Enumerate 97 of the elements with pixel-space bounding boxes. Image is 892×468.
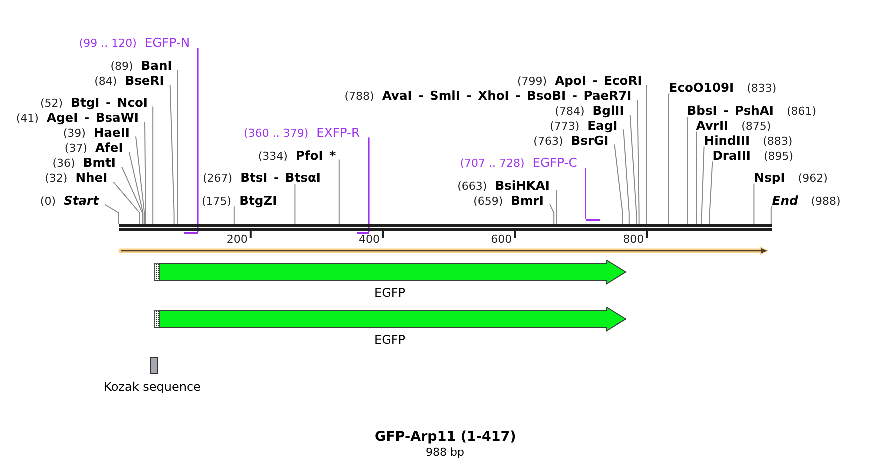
leader-line bbox=[234, 206, 235, 224]
base-position: (37) bbox=[64, 142, 88, 155]
base-position: (267) bbox=[203, 172, 233, 186]
enzyme-name: AvaI - SmlI - XhoI - BsoBI - PaeR7I bbox=[382, 89, 632, 103]
base-position: (36) bbox=[52, 157, 76, 170]
leader-line bbox=[630, 114, 638, 224]
leader-line bbox=[550, 204, 555, 224]
base-position: (41) bbox=[16, 112, 39, 125]
leader-line bbox=[556, 190, 558, 224]
feature-label: Kozak sequence bbox=[104, 380, 201, 394]
primer-leader-line bbox=[585, 168, 586, 219]
base-position: (784) bbox=[555, 105, 585, 118]
base-position: (663) bbox=[458, 180, 488, 193]
primer-leader-line bbox=[197, 48, 199, 232]
diagram-title: GFP-Arp11 (1-417) bbox=[375, 428, 516, 446]
diagram-caption: 988 bp bbox=[426, 446, 464, 458]
base-position: (39) bbox=[63, 126, 86, 140]
feature-label: EGFP bbox=[374, 332, 406, 346]
base-position: (883) bbox=[763, 134, 793, 148]
primer-leader-line bbox=[368, 138, 370, 232]
leader-line bbox=[144, 122, 146, 224]
sequence-start-label: Start bbox=[64, 194, 99, 208]
enzyme-name: EcoO109I bbox=[669, 80, 734, 95]
primer-position: (707 .. 728) bbox=[460, 157, 525, 170]
leader-line bbox=[170, 84, 175, 224]
enzyme-name: AgeI - BsaWI bbox=[46, 111, 139, 125]
base-position: (962) bbox=[798, 172, 828, 185]
leader-line bbox=[128, 152, 144, 224]
leader-line bbox=[136, 136, 146, 224]
leader-line bbox=[177, 70, 178, 224]
base-position: (895) bbox=[764, 150, 794, 163]
enzyme-name: EagI bbox=[588, 118, 618, 133]
enzyme-name: BtgI - NcoI bbox=[71, 96, 148, 110]
axis-tick-label: 200 bbox=[226, 234, 248, 245]
primer-name: EGFP-N bbox=[144, 36, 190, 50]
base-position: (773) bbox=[550, 120, 580, 133]
leader-line bbox=[104, 204, 120, 224]
base-position: (861) bbox=[787, 105, 817, 118]
base-position: (89) bbox=[110, 60, 134, 73]
leader-line bbox=[646, 84, 647, 224]
base-position: (788) bbox=[344, 90, 374, 103]
leader-line bbox=[113, 182, 140, 224]
base-position: (84) bbox=[94, 75, 118, 88]
enzyme-name: BmtI bbox=[83, 156, 116, 170]
base-position: (799) bbox=[518, 75, 548, 88]
leader-line bbox=[709, 161, 714, 224]
enzyme-name: BanI bbox=[141, 59, 172, 73]
enzyme-name: NheI bbox=[76, 171, 108, 186]
enzyme-name: BsiHKAI bbox=[495, 179, 550, 193]
leader-line bbox=[338, 159, 340, 224]
leader-line bbox=[686, 116, 688, 224]
feature-label: EGFP bbox=[374, 286, 406, 300]
leader-line bbox=[294, 184, 296, 224]
base-position: (988) bbox=[811, 194, 841, 208]
enzyme-name: AfeI bbox=[96, 141, 124, 155]
leader-line bbox=[122, 166, 144, 224]
axis-tick-label: 600 bbox=[491, 234, 512, 245]
enzyme-name: HindIII bbox=[704, 134, 750, 148]
enzyme-name: PfoI * bbox=[296, 148, 336, 163]
axis-tick-label: 800 bbox=[623, 234, 644, 245]
primer-name: EXFP-R bbox=[316, 126, 360, 140]
enzyme-name: ApoI - EcoRI bbox=[555, 74, 642, 88]
leader-line bbox=[770, 206, 773, 224]
enzyme-name: BbsI - PshAI bbox=[687, 104, 774, 118]
leader-line bbox=[668, 93, 670, 224]
enzyme-name: AvrII bbox=[696, 118, 729, 133]
enzyme-name: BsrGI bbox=[571, 134, 609, 148]
enzyme-name: BseRI bbox=[125, 74, 164, 88]
axis-tick-label: 400 bbox=[359, 234, 380, 245]
base-position: (0) bbox=[40, 194, 56, 208]
base-position: (32) bbox=[45, 172, 68, 186]
sequence-end-label: End bbox=[772, 194, 798, 208]
base-position: (833) bbox=[747, 82, 777, 95]
leader-line bbox=[754, 183, 755, 224]
leader-line bbox=[614, 144, 624, 224]
enzyme-name: NspI bbox=[754, 170, 786, 185]
base-position: (52) bbox=[40, 96, 64, 110]
leader-line bbox=[696, 131, 698, 224]
base-position: (659) bbox=[474, 194, 504, 208]
enzyme-name: BtgZI bbox=[240, 194, 278, 208]
enzyme-name: BtsI - BtsαI bbox=[240, 171, 321, 186]
primer-position: (360 .. 379) bbox=[244, 126, 309, 140]
enzyme-name: HaeII bbox=[94, 126, 130, 140]
enzyme-name: DraIII bbox=[712, 148, 751, 163]
leader-line bbox=[637, 100, 640, 224]
leader-line bbox=[152, 106, 154, 224]
dna-backbone bbox=[118, 224, 772, 231]
enzyme-name: BmrI bbox=[511, 194, 544, 208]
base-position: (763) bbox=[534, 134, 564, 148]
primer-name: EGFP-C bbox=[532, 156, 578, 170]
leader-line bbox=[623, 129, 630, 224]
enzyme-name: BglII bbox=[592, 104, 624, 118]
primer-position: (99 .. 120) bbox=[79, 37, 137, 50]
base-position: (175) bbox=[202, 194, 232, 208]
leader-line bbox=[702, 146, 705, 224]
base-position: (875) bbox=[742, 120, 772, 133]
base-position: (334) bbox=[258, 150, 288, 163]
